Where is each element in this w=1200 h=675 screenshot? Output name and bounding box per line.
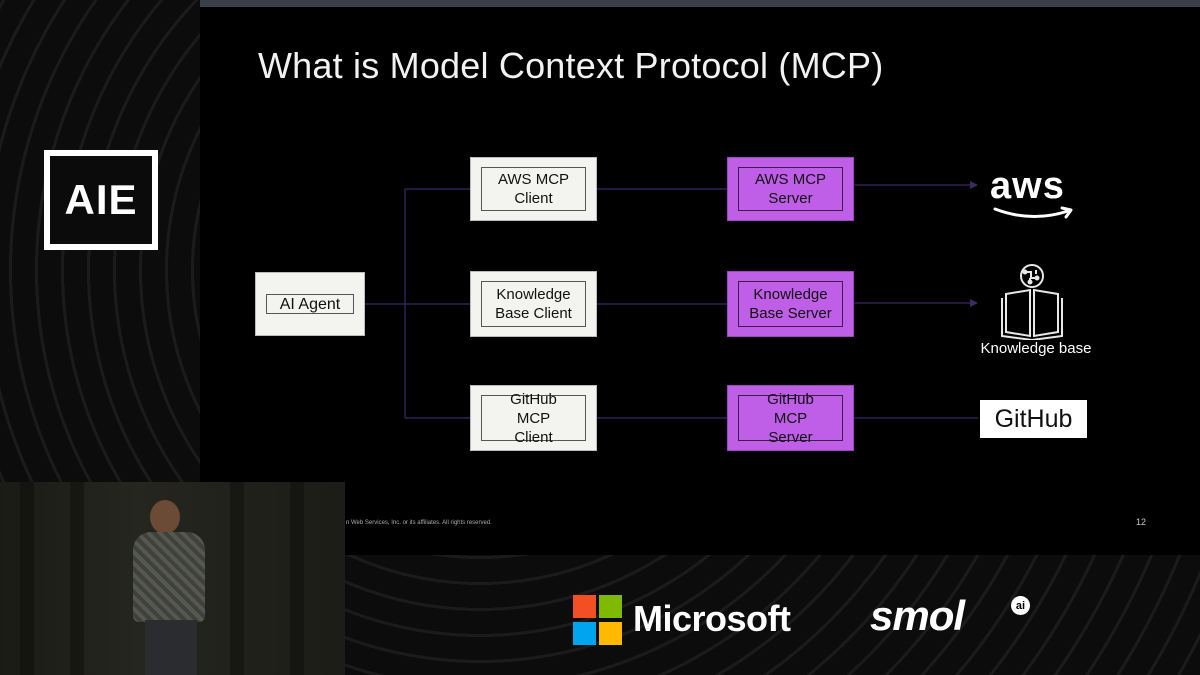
presenter-body — [133, 532, 205, 622]
aws-mcp-client-box: AWS MCP Client — [470, 157, 597, 221]
aws-logo: aws — [990, 165, 1080, 225]
aws-mcp-server-label: AWS MCP Server — [738, 167, 843, 211]
github-mcp-client-label: GitHub MCP Client — [481, 395, 586, 441]
curtain-fold — [20, 482, 34, 675]
curtain-fold — [230, 482, 244, 675]
aws-logo-text: aws — [990, 165, 1065, 208]
knowledge-base-icon — [1000, 262, 1064, 340]
github-logo-text: GitHub — [995, 405, 1073, 434]
smol-logo-text: smol — [870, 592, 964, 640]
macos-menubar — [200, 0, 1200, 7]
arrowhead-kb — [970, 299, 978, 307]
knowledge-base-server-label: Knowledge Base Server — [738, 281, 843, 327]
slide-page-number: 12 — [1136, 517, 1146, 527]
github-mcp-server-label: GitHub MCP Server — [738, 395, 843, 441]
smol-ai-badge: ai — [1011, 596, 1030, 615]
knowledge-base-client-label: Knowledge Base Client — [481, 281, 586, 327]
knowledge-base-client-box: Knowledge Base Client — [470, 271, 597, 337]
presenter-legs — [145, 620, 197, 675]
github-mcp-client-box: GitHub MCP Client — [470, 385, 597, 451]
presenter-head — [150, 500, 180, 534]
slide-copyright: n Web Services, Inc. or its affiliates. … — [346, 520, 492, 526]
ai-agent-label: AI Agent — [266, 294, 354, 314]
knowledge-base-server-box: Knowledge Base Server — [727, 271, 854, 337]
aws-mcp-server-box: AWS MCP Server — [727, 157, 854, 221]
aws-mcp-client-label: AWS MCP Client — [481, 167, 586, 211]
microsoft-logo-icon — [573, 595, 623, 645]
github-logo: GitHub — [980, 400, 1087, 438]
github-mcp-server-box: GitHub MCP Server — [727, 385, 854, 451]
microsoft-logo-text: Microsoft — [633, 598, 791, 640]
ai-agent-box: AI Agent — [255, 272, 365, 336]
arrowhead-aws — [970, 181, 978, 189]
aws-smile-icon — [992, 205, 1082, 225]
aie-logo-text: AIE — [64, 176, 137, 224]
presentation-slide: What is Model Context Protocol (MCP) AI … — [200, 7, 1200, 555]
aie-logo: AIE — [44, 150, 158, 250]
curtain-fold — [70, 482, 84, 675]
knowledge-base-label: Knowledge base — [976, 340, 1096, 357]
curtain-fold — [290, 482, 304, 675]
presenter-camera-feed — [0, 482, 345, 675]
